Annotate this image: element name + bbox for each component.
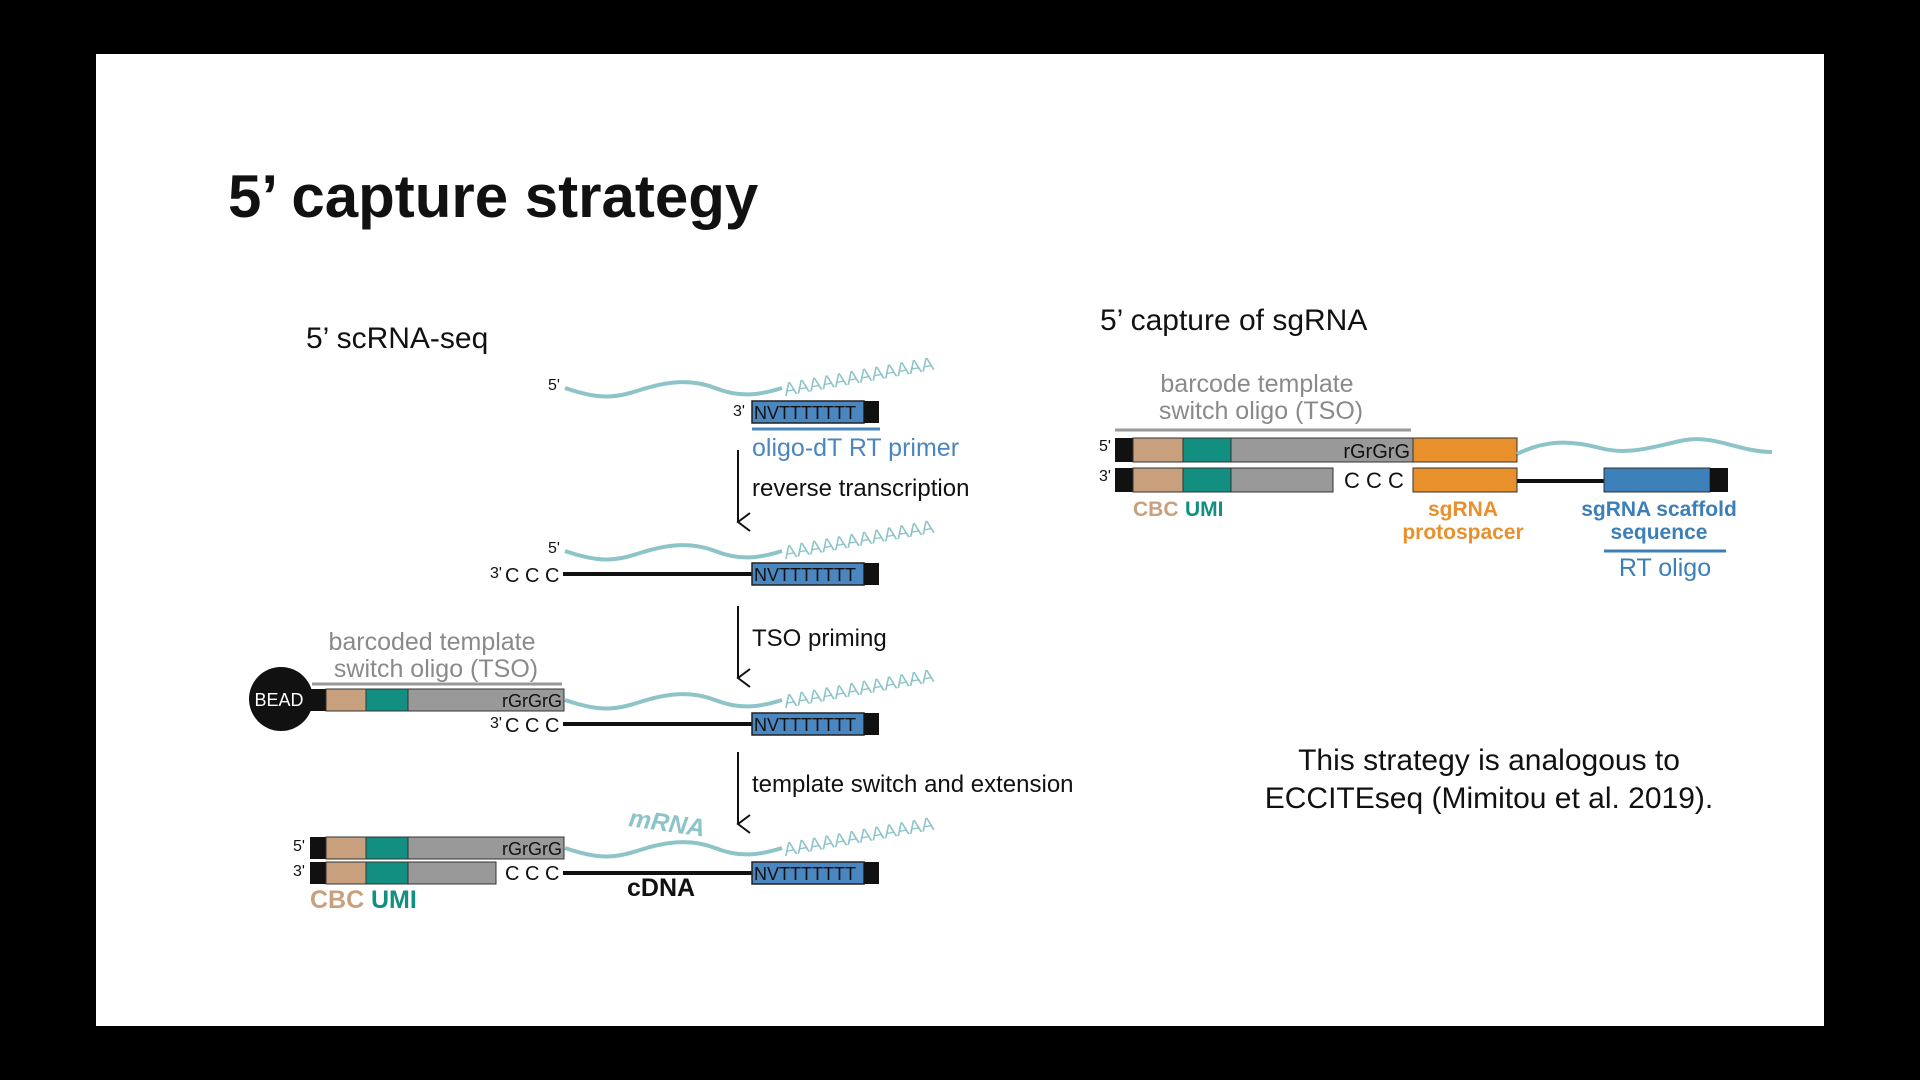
row3-mrna-wave	[564, 692, 783, 711]
row1-5prime-label: 5'	[548, 377, 560, 394]
mrna-label: mRNA	[627, 804, 707, 842]
sgrna-wave	[1516, 437, 1773, 456]
scaffold-end-cap	[1710, 468, 1728, 492]
row4-primer-end-cap	[864, 862, 879, 884]
row2-primer-sequence: NVTTTTTTT	[754, 565, 856, 585]
row4-template-switch: mRNA 5' rGrGrG AAAAAAAAAAAA 3' C C C NVT…	[293, 804, 936, 914]
analogy-note-line2: ECCITEseq (Mimitou et al. 2019).	[1265, 782, 1714, 815]
row4-top-cbc-block	[325, 836, 367, 860]
row2-mrna-wave	[564, 543, 783, 562]
tso-label-line2: switch oligo (TSO)	[334, 655, 538, 683]
right-bottom-end-cap	[1115, 468, 1133, 492]
row4-polya-tail: AAAAAAAAAAAA	[782, 814, 936, 861]
row4-mrna-wave	[564, 840, 783, 859]
row2-polya-tail: AAAAAAAAAAAA	[782, 517, 936, 564]
row3-umi-block	[365, 688, 409, 712]
bead-label: BEAD	[254, 690, 303, 710]
bead	[249, 667, 313, 731]
row4-bottom-cbc-block	[325, 861, 367, 885]
row1-primer-end-cap	[864, 401, 879, 423]
row3-primer-end-cap	[864, 713, 879, 735]
right-bottom-cbc-block	[1132, 467, 1184, 493]
row1-primer-sequence: NVTTTTTTT	[754, 403, 856, 423]
right-top-cbc-block	[1132, 437, 1184, 463]
right-rgrgrg: rGrGrG	[1343, 441, 1410, 463]
row4-top-end-cap	[310, 837, 326, 859]
row2-after-rt: 5' AAAAAAAAAAAA 3' C C C NVTTTTTTT	[490, 517, 936, 587]
tso-label-line1: barcoded template	[328, 628, 535, 656]
right-top-protospacer-block	[1412, 437, 1518, 463]
analogy-note-line1: This strategy is analogous to	[1298, 744, 1680, 777]
row4-bottom-gray-block	[407, 861, 497, 885]
rt-oligo-label: RT oligo	[1619, 554, 1711, 582]
right-top-gray-block	[1230, 437, 1414, 463]
right-bottom-protospacer-block	[1412, 467, 1518, 493]
right-top-umi-block	[1182, 437, 1232, 463]
row3-polya-tail: AAAAAAAAAAAA	[782, 666, 936, 713]
right-bottom-gray-block	[1230, 467, 1334, 493]
row4-rgrgrg: rGrGrG	[502, 839, 562, 859]
row2-3prime-label: 3'	[490, 565, 502, 582]
row4-primer-sequence: NVTTTTTTT	[754, 864, 856, 884]
sgrna-capture-construct: barcode template switch oligo (TSO) 5' r…	[1099, 370, 1773, 582]
row1-polya-tail: AAAAAAAAAAAA	[782, 354, 936, 401]
slide-title: 5’ capture strategy	[228, 163, 759, 230]
row4-bottom-end-cap	[310, 862, 326, 884]
row3-primer-sequence: NVTTTTTTT	[754, 715, 856, 735]
protospacer-label-line2: protospacer	[1402, 521, 1523, 544]
oligo-dt-label: oligo-dT RT primer	[752, 434, 959, 462]
step-reverse-transcription: reverse transcription	[752, 475, 969, 502]
left-section-title: 5’ scRNA-seq	[306, 322, 488, 355]
right-tso-label-line1: barcode template	[1160, 370, 1353, 398]
right-cbc-label: CBC	[1133, 498, 1179, 521]
right-umi-label: UMI	[1185, 498, 1224, 521]
cdna-label: cDNA	[627, 874, 695, 902]
row1-3prime-label: 3'	[733, 403, 745, 420]
row1-mrna-primer: 5' AAAAAAAAAAAA 3' NVTTTTTTT oligo-dT RT…	[548, 354, 959, 462]
row2-5prime-label: 5'	[548, 540, 560, 557]
row2-primer-end-cap	[864, 563, 879, 585]
right-bottom-umi-block	[1182, 467, 1232, 493]
protospacer-label-line1: sgRNA	[1428, 498, 1498, 521]
scaffold-label-line1: sgRNA scaffold	[1581, 498, 1737, 521]
right-3prime-label: 3'	[1099, 468, 1111, 485]
scaffold-block	[1603, 467, 1711, 493]
row4-top-gray-block	[407, 836, 565, 860]
right-tso-label-line2: switch oligo (TSO)	[1159, 397, 1363, 425]
row2-ccc: C C C	[505, 565, 559, 587]
scaffold-label-line2: sequence	[1611, 521, 1708, 544]
row4-top-umi-block	[365, 836, 409, 860]
row4-cbc-label: CBC	[310, 886, 364, 914]
row4-5prime-label: 5'	[293, 838, 305, 855]
row1-mrna-wave	[564, 380, 783, 399]
row4-umi-label: UMI	[371, 886, 417, 914]
row4-ccc: C C C	[505, 863, 559, 885]
right-ccc: C C C	[1344, 468, 1404, 493]
row3-tso-gray-block	[407, 688, 565, 712]
step-template-switch: template switch and extension	[752, 771, 1074, 798]
step-tso-priming: TSO priming	[752, 625, 887, 652]
right-section-title: 5’ capture of sgRNA	[1100, 304, 1367, 337]
row3-cbc-block	[325, 688, 367, 712]
row4-3prime-label: 3'	[293, 863, 305, 880]
row3-ccc: C C C	[505, 715, 559, 737]
row3-rgrgrg: rGrGrG	[502, 691, 562, 711]
row3-3prime-label: 3'	[490, 715, 502, 732]
row3-tso-end-cap	[310, 689, 326, 711]
right-5prime-label: 5'	[1099, 438, 1111, 455]
right-top-end-cap	[1115, 438, 1133, 462]
row4-bottom-umi-block	[365, 861, 409, 885]
